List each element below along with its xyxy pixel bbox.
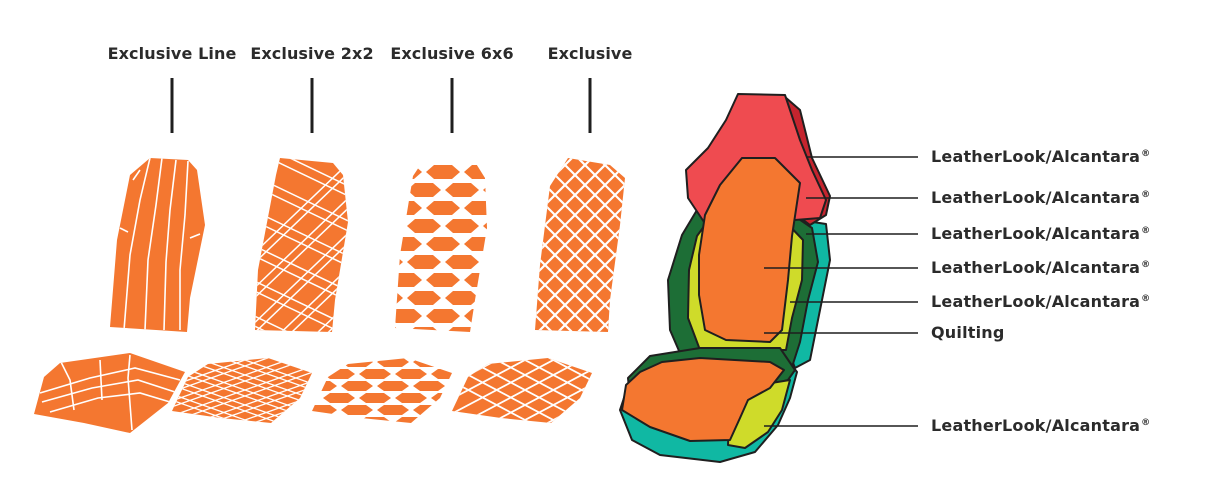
seat-illustration xyxy=(619,93,831,463)
callout-label-7: LeatherLook/Alcantara® xyxy=(931,416,1151,435)
pattern-exclusive-2x2-cushion xyxy=(172,358,312,423)
pattern-exclusive-2x2-backrest xyxy=(255,158,348,332)
pattern-title-exclusive: Exclusive xyxy=(547,44,633,63)
pattern-exclusive-backrest xyxy=(535,158,625,332)
pattern-exclusive-6x6-cushion xyxy=(312,358,452,423)
pattern-title-exclusive-line: Exclusive Line xyxy=(107,44,237,63)
callout-label-6: Quilting xyxy=(931,323,1005,342)
callout-label-5: LeatherLook/Alcantara® xyxy=(931,292,1151,311)
callout-label-3: LeatherLook/Alcantara® xyxy=(931,224,1151,243)
pattern-exclusive-line-backrest xyxy=(110,158,205,332)
callout-label-4: LeatherLook/Alcantara® xyxy=(931,258,1151,277)
pattern-title-exclusive-2x2: Exclusive 2x2 xyxy=(250,44,374,63)
callout-label-1: LeatherLook/Alcantara® xyxy=(931,147,1151,166)
pattern-title-exclusive-6x6: Exclusive 6x6 xyxy=(390,44,514,63)
callout-label-2: LeatherLook/Alcantara® xyxy=(931,188,1151,207)
callout-lines xyxy=(764,156,918,427)
pattern-exclusive-line-cushion xyxy=(34,353,185,433)
pattern-exclusive-6x6-backrest xyxy=(395,158,487,332)
